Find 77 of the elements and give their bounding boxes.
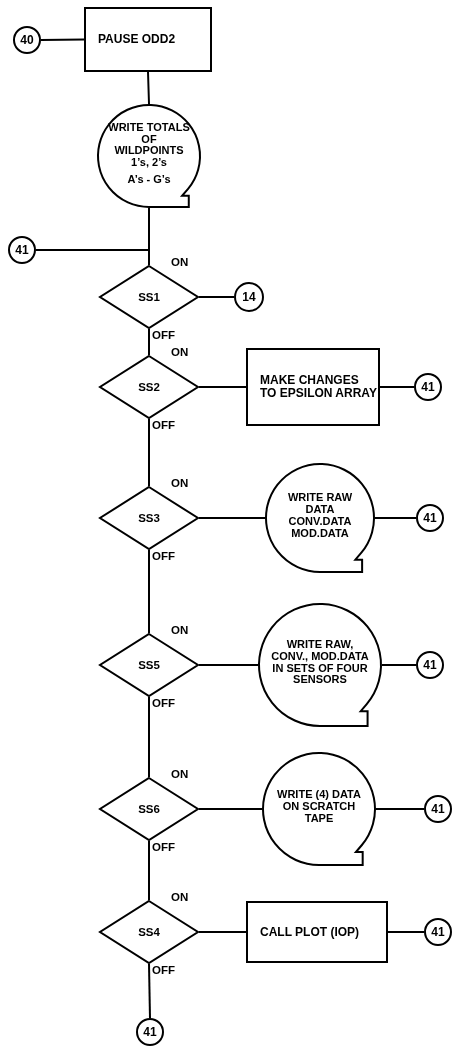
document-symbol <box>265 463 375 573</box>
connector-number: 41 <box>431 802 445 816</box>
edge-label: OFF <box>152 842 175 854</box>
connector-line <box>148 328 150 356</box>
connector-line <box>381 664 417 666</box>
document-symbol <box>262 752 376 866</box>
edge-label: ON <box>171 257 189 269</box>
connector-number: 41 <box>423 658 437 672</box>
connector-circle <box>8 236 36 264</box>
connector-number: 40 <box>20 33 34 47</box>
connector-number: 14 <box>242 290 256 304</box>
decision-diamond <box>99 900 199 964</box>
connector-number: 41 <box>15 243 29 257</box>
connector-number: 41 <box>421 380 435 394</box>
connector-line <box>148 840 150 901</box>
edge-label: OFF <box>152 965 175 977</box>
decision-label: SS2 <box>138 380 160 394</box>
connector-line <box>379 386 415 388</box>
connector-circle <box>136 1018 164 1046</box>
edge-label: OFF <box>152 551 175 563</box>
connector-line <box>198 517 266 519</box>
node-text: WRITE (4) DATA ON SCRATCH TAPE <box>276 788 362 825</box>
node-text: WRITE RAW, CONV., MOD.DATA IN SETS OF FOUR SENSORS <box>270 638 370 687</box>
edge-label: ON <box>171 347 189 359</box>
document-symbol <box>97 104 201 208</box>
connector-line <box>148 696 150 778</box>
connector-circle <box>424 918 452 946</box>
connector-line <box>148 963 151 1019</box>
connector-line <box>35 249 150 266</box>
node-text: CALL PLOT (IOP) <box>260 925 360 939</box>
connector-line <box>198 296 235 298</box>
decision-diamond <box>99 633 199 697</box>
process-box <box>246 901 388 963</box>
decision-label: SS4 <box>138 925 160 939</box>
node-text: MAKE CHANGES TO EPSILON ARRAY <box>260 374 378 400</box>
decision-label: SS6 <box>138 802 160 816</box>
edge-label: OFF <box>152 330 175 342</box>
connector-number: 41 <box>423 511 437 525</box>
connector-number: 41 <box>431 925 445 939</box>
connector-line <box>198 664 259 666</box>
decision-diamond <box>99 265 199 329</box>
connector-line <box>148 418 150 487</box>
process-box <box>246 348 380 426</box>
connector-line <box>198 808 263 810</box>
decision-diamond <box>99 777 199 841</box>
node-text: A’s - G’s <box>127 174 171 187</box>
node-text: PAUSE ODD2 <box>98 33 176 46</box>
connector-line <box>387 931 425 933</box>
connector-circle <box>416 504 444 532</box>
connector-line <box>375 808 425 810</box>
edge-label: ON <box>171 625 189 637</box>
connector-line <box>147 71 150 105</box>
decision-diamond <box>99 486 199 550</box>
process-box <box>84 7 212 72</box>
edge-label: OFF <box>152 420 175 432</box>
connector-line <box>40 38 85 41</box>
decision-label: SS1 <box>138 290 160 304</box>
node-text: WRITE TOTALS OF WILDPOINTS 1’s, 2’s <box>107 121 191 170</box>
connector-line <box>198 931 247 933</box>
node-text: WRITE RAW DATA CONV.DATA MOD.DATA <box>286 492 354 540</box>
decision-label: SS3 <box>138 511 160 525</box>
connector-line <box>374 517 417 519</box>
edge-label: ON <box>171 769 189 781</box>
decision-diamond <box>99 355 199 419</box>
connector-line <box>148 549 150 634</box>
connector-circle <box>13 26 41 54</box>
edge-label: ON <box>171 892 189 904</box>
decision-label: SS5 <box>138 658 160 672</box>
connector-circle <box>414 373 442 401</box>
connector-line <box>198 386 247 388</box>
connector-circle <box>416 651 444 679</box>
connector-number: 41 <box>143 1025 157 1039</box>
edge-label: ON <box>171 478 189 490</box>
edge-label: OFF <box>152 698 175 710</box>
connector-circle <box>234 282 264 312</box>
connector-circle <box>424 795 452 823</box>
document-symbol <box>258 603 382 727</box>
